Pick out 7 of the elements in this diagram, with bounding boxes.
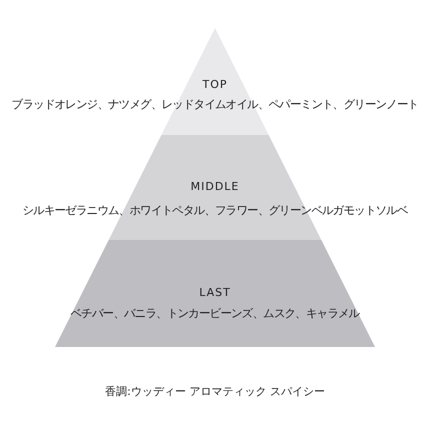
caption: 香調:ウッディー アロマティック スパイシー	[105, 385, 325, 398]
tier-heading: TOP	[202, 78, 228, 91]
note-list: ベチバー、バニラ、トンカービーンズ、ムスク、キャラメル	[70, 306, 360, 321]
note-list: ブラッドオレンジ、ナツメグ、レッドタイムオイル、ペパーミント、グリーンノート	[12, 97, 418, 112]
note-list: シルキーゼラニウム、ホワイトペタル、フラワー、グリーンベルガモットソルベ	[22, 203, 408, 218]
tier-heading: LAST	[199, 286, 231, 299]
tier-heading: MIDDLE	[190, 180, 240, 193]
